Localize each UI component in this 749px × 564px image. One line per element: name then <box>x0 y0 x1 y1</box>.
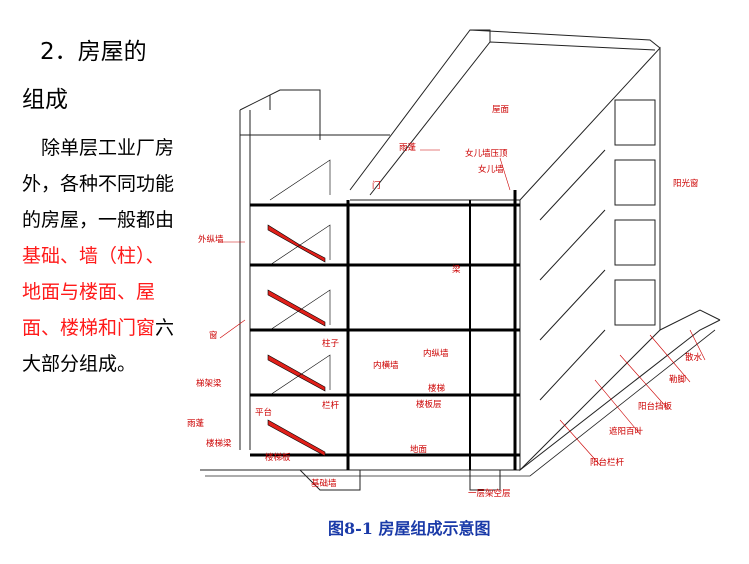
label-men: 门 <box>372 180 381 191</box>
label-yupeng: 雨蓬 <box>399 142 417 153</box>
label-neihengqiang: 内横墙 <box>373 360 399 371</box>
label-dimian: 地面 <box>410 444 428 455</box>
label-yupeng2: 雨蓬 <box>187 418 205 429</box>
label-chuang: 窗 <box>209 330 218 341</box>
label-yiceng-jiakongceng: 一层架空层 <box>468 488 511 499</box>
label-louti-liang: 楼梯梁 <box>206 438 232 449</box>
label-zheyang-baiye: 遮阳百叶 <box>609 426 644 437</box>
label-wumian: 屋面 <box>492 105 510 115</box>
figure-caption: 图8-1 房屋组成示意图 <box>328 519 491 538</box>
label-qinjiao: 勒脚 <box>669 374 686 385</box>
stair-flights <box>267 224 326 457</box>
label-nverqiang-yading: 女儿墙压顶 <box>465 148 508 159</box>
label-loutiban: 楼梯板 <box>265 452 291 463</box>
label-langgan: 栏杆 <box>322 400 340 411</box>
body-paragraph: 除单层工业厂房外，各种不同功能的房屋，一般都由基础、墙（柱）、地面与楼面、屋面、… <box>22 130 182 382</box>
label-zhuzi: 柱子 <box>322 338 340 349</box>
label-yangtai-langan: 阳台栏杆 <box>590 457 625 468</box>
label-liang: 梁 <box>452 265 461 275</box>
label-neizongqiang: 内纵墙 <box>423 348 449 359</box>
body-text-part2: 六大部分组成。 <box>22 317 175 375</box>
body-text-highlight: 基础、墙（柱）、地面与楼面、屋面、楼梯和门窗 <box>22 245 165 339</box>
label-jichuqiang: 基础墙 <box>311 478 337 489</box>
label-tijiliang: 梯架梁 <box>196 378 222 389</box>
body-text-part1: 除单层工业厂房外，各种不同功能的房屋，一般都由 <box>22 137 175 231</box>
label-pingtai: 平台 <box>255 407 272 418</box>
label-sanshui: 散水 <box>685 352 703 363</box>
label-louti: 楼梯 <box>428 383 446 394</box>
description-panel: 2．房屋的 组成 除单层工业厂房外，各种不同功能的房屋，一般都由基础、墙（柱）、… <box>22 28 182 382</box>
label-yangguangchuang: 阳光窗 <box>673 178 699 189</box>
label-waizongqiang: 外纵墙 <box>198 234 224 245</box>
section-heading: 2．房屋的 <box>40 39 147 65</box>
label-loubanceng: 楼板层 <box>416 399 442 410</box>
label-nverqiang: 女儿墙 <box>478 164 504 175</box>
section-heading-line2: 组成 <box>22 87 68 113</box>
label-yangtai-dangban: 阳台挡板 <box>638 401 673 412</box>
